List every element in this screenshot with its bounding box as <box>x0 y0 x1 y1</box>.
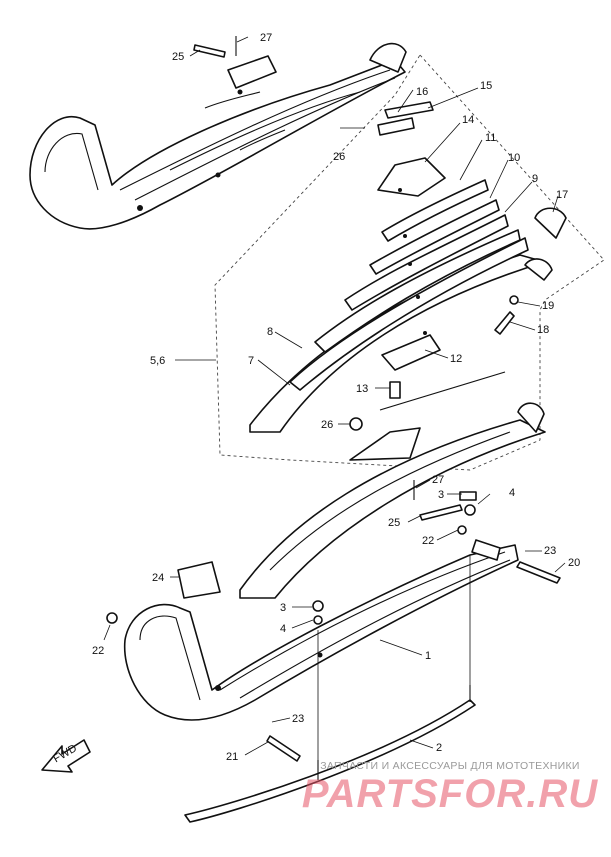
callout-22-mid: 22 <box>422 535 434 547</box>
callout-10: 10 <box>508 152 520 164</box>
callout-23-low: 23 <box>292 713 304 725</box>
callout-26-top: 26 <box>333 151 345 163</box>
callout-25-top: 25 <box>172 51 184 63</box>
leaf-spring-stack <box>249 101 567 433</box>
callout-22-low: 22 <box>92 645 104 657</box>
callout-11: 11 <box>485 132 496 144</box>
callout-1: 1 <box>425 650 431 662</box>
callout-13: 13 <box>356 383 368 395</box>
wear-bar <box>184 555 476 823</box>
middle-spring-assembly <box>239 402 546 599</box>
callout-16: 16 <box>416 86 428 98</box>
callout-4-low: 4 <box>280 623 286 635</box>
callout-23-right: 23 <box>544 545 556 557</box>
exploded-view-boundary <box>214 54 605 471</box>
callout-5-6: 5,6 <box>150 355 165 367</box>
callouts: 27 25 16 15 14 11 10 9 17 19 18 12 13 26… <box>92 32 580 763</box>
callout-14: 14 <box>462 114 474 126</box>
callout-8: 8 <box>267 326 273 338</box>
top-ski-assembly <box>29 36 407 230</box>
callout-27-mid: 27 <box>432 474 444 486</box>
callout-19: 19 <box>542 300 554 312</box>
callout-24: 24 <box>152 572 164 584</box>
callout-3-low: 3 <box>280 602 286 614</box>
callout-17: 17 <box>556 189 568 201</box>
callout-4-mid: 4 <box>509 487 515 499</box>
callout-20: 20 <box>568 557 580 569</box>
lower-ski <box>106 525 561 762</box>
callout-25-mid: 25 <box>388 517 400 529</box>
callout-9: 9 <box>532 173 538 185</box>
callout-21: 21 <box>226 751 238 763</box>
callout-15: 15 <box>480 80 492 92</box>
callout-7: 7 <box>248 355 254 367</box>
watermark: ЗАПЧАСТИ И АКСЕССУАРЫ ДЛЯ МОТОТЕХНИКИ PA… <box>300 760 600 814</box>
callout-2: 2 <box>436 742 442 754</box>
watermark-brand: PARTSFOR.RU <box>301 772 599 816</box>
forward-arrow-icon: FWD <box>41 739 91 773</box>
callout-12: 12 <box>450 353 462 365</box>
callout-26-mid: 26 <box>321 419 333 431</box>
callout-27-top: 27 <box>260 32 272 44</box>
watermark-tagline: ЗАПЧАСТИ И АКСЕССУАРЫ ДЛЯ МОТОТЕХНИКИ <box>320 760 580 772</box>
callout-18: 18 <box>537 324 549 336</box>
callout-3-mid: 3 <box>438 489 444 501</box>
leader-lines <box>103 36 566 756</box>
